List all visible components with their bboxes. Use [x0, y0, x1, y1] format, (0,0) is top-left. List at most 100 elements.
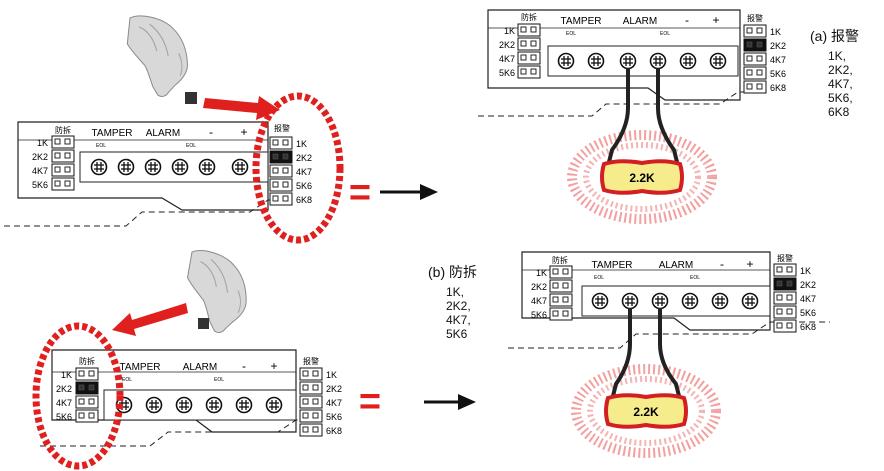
resistor-option: 2K2 — [56, 384, 72, 394]
resistor-option: 6K8 — [296, 195, 312, 205]
resistor-option: 5K6 — [531, 310, 547, 320]
alarm-zh-label: 报警 — [303, 356, 319, 366]
plus-label: + — [240, 125, 247, 139]
alarm-label: ALARM — [146, 128, 180, 139]
note-b-heading: (b) 防拆 — [428, 264, 477, 280]
note-a-item: 6K8 — [828, 105, 850, 119]
resistor-option: 2K2 — [770, 41, 786, 51]
arrow-left-icon — [112, 303, 188, 336]
resistor-option: 5K6 — [499, 68, 515, 78]
plus-label: + — [712, 13, 719, 27]
eol-label: EOL — [566, 31, 576, 37]
resistor-option: 4K7 — [531, 296, 547, 306]
resistor-option: 2K2 — [531, 282, 547, 292]
resistor-value: 2.2K — [629, 171, 655, 185]
alarm-zh-label: 报警 — [274, 123, 290, 133]
note-b-item: 4K7, — [446, 313, 471, 327]
arrow-right-icon — [424, 394, 476, 410]
hand-icon — [121, 14, 193, 100]
resistor-option: 6K8 — [800, 322, 816, 332]
note-a-item: 4K7, — [828, 77, 853, 91]
tamper-label: TAMPER — [92, 128, 133, 139]
tamper-label: TAMPER — [592, 260, 633, 271]
resistor-option: 4K7 — [296, 167, 312, 177]
note-b-item: 2K2, — [446, 299, 471, 313]
eol-label: EOL — [96, 143, 106, 149]
resistor-option: 1K — [536, 268, 547, 278]
note-a-heading: (a) 报警 — [810, 28, 859, 44]
note-b-list: 1K, 2K2, 4K7, 5K6 — [446, 285, 477, 341]
plus-label: + — [270, 359, 277, 373]
resistor-option: 4K7 — [499, 54, 515, 64]
lead-wire — [610, 308, 632, 401]
resistor-value: 2.2K — [633, 405, 659, 419]
resistor-icon: 2.2K — [604, 393, 688, 429]
resistor-option: 2K2 — [800, 280, 816, 290]
alarm-label: ALARM — [623, 16, 657, 27]
note-a: (a) 报警 1K, 2K2, 4K7, 5K6, 6K8 — [810, 26, 859, 119]
eol-label: EOL — [122, 377, 132, 383]
eol-label: EOL — [690, 275, 700, 281]
resistor-option: 1K — [296, 139, 307, 149]
highlight-ring — [32, 322, 124, 470]
alarm-jumper-header — [773, 263, 797, 333]
equals-sign: = — [349, 172, 371, 214]
alarm-zh-label: 报警 — [777, 253, 793, 263]
resistor-option: 1K — [326, 370, 337, 380]
resistor-glow — [571, 364, 721, 458]
alarm-jumper-header — [743, 24, 767, 94]
resistor-option: 1K — [61, 370, 72, 380]
alarm-label: ALARM — [659, 260, 693, 271]
tamper-zh-label: 防拆 — [79, 356, 95, 366]
resistor-option: 4K7 — [56, 398, 72, 408]
jumper-cap — [185, 92, 197, 104]
alarm-zh-label: 报警 — [747, 13, 763, 23]
arrow-right-icon — [380, 184, 438, 200]
tamper-zh-label: 防拆 — [55, 125, 71, 135]
tamper-zh-label: 防拆 — [521, 12, 537, 22]
resistor-option: 5K6 — [32, 180, 48, 190]
resistor-option: 6K8 — [326, 426, 342, 436]
resistor-option: 1K — [800, 266, 811, 276]
tamper-zh-label: 防拆 — [552, 255, 568, 265]
note-b-item: 1K, — [446, 285, 465, 299]
eol-label: EOL — [186, 143, 196, 149]
alarm-jumper-header — [299, 367, 323, 437]
eol-label: EOL — [660, 31, 670, 37]
resistor-option: 1K — [770, 27, 781, 37]
hand-icon — [178, 248, 255, 337]
eol-label: EOL — [214, 377, 224, 383]
note-b: (b) 防拆 1K, 2K2, 4K7, 5K6 — [428, 262, 477, 341]
board-bottom-right: 防拆 TAMPER EOL ALARM EOL - + 1K 2K2 4K7 5… — [508, 251, 830, 458]
resistor-option: 2K2 — [326, 384, 342, 394]
note-a-item: 5K6, — [828, 91, 853, 105]
note-a-list: 1K, 2K2, 4K7, 5K6, 6K8 — [828, 49, 859, 119]
eol-label: EOL — [594, 275, 604, 281]
lead-wire — [656, 68, 680, 167]
alarm-jumper-header — [269, 136, 293, 206]
resistor-option: 5K6 — [56, 412, 72, 422]
jumper-cap — [198, 318, 209, 329]
resistor-option: 5K6 — [770, 69, 786, 79]
resistor-option: 2K2 — [296, 153, 312, 163]
lead-wire — [658, 308, 682, 401]
resistor-option: 4K7 — [770, 55, 786, 65]
highlight-ring — [252, 92, 344, 244]
minus-label: - — [720, 257, 724, 271]
resistor-option: 1K — [504, 26, 515, 36]
board-top-left: 防拆 TAMPER EOL ALARM EOL - + 1K 2K2 4K7 5… — [4, 14, 438, 244]
resistor-option: 4K7 — [32, 166, 48, 176]
plus-label: + — [746, 257, 753, 271]
resistor-option: 5K6 — [326, 412, 342, 422]
resistor-option: 4K7 — [326, 398, 342, 408]
equals-sign: = — [359, 381, 381, 423]
tamper-label: TAMPER — [561, 16, 602, 27]
minus-label: - — [685, 13, 689, 27]
resistor-option: 5K6 — [296, 181, 312, 191]
resistor-option: 4K7 — [800, 294, 816, 304]
resistor-option: 2K2 — [499, 40, 515, 50]
resistor-option: 2K2 — [32, 152, 48, 162]
note-b-item: 5K6 — [446, 327, 468, 341]
minus-label: - — [209, 125, 213, 139]
